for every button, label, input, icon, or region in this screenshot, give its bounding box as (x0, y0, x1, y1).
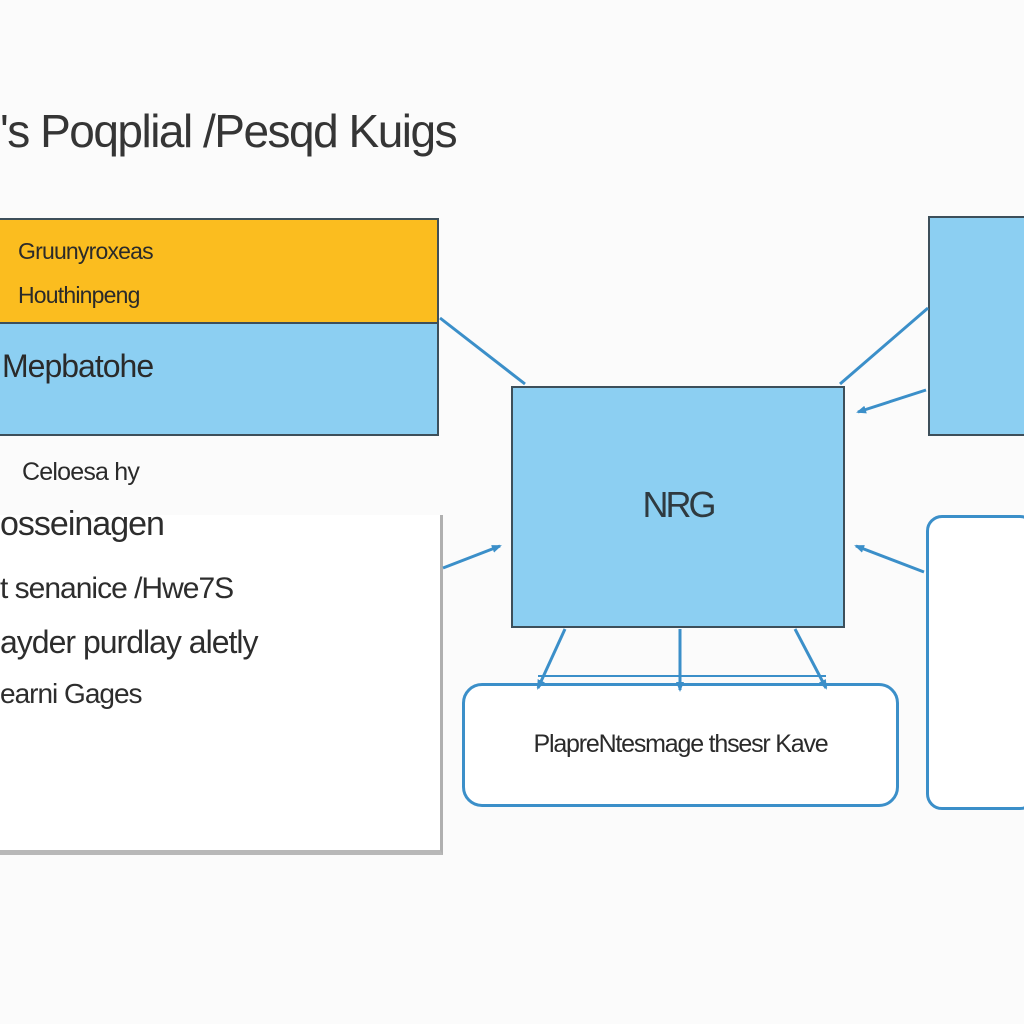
right-top-node (928, 216, 1024, 436)
connector-doc-to-center-arrow (442, 544, 502, 570)
doc-line-4: earni Gages (0, 678, 143, 709)
left-panel-header (0, 220, 437, 324)
connector-center-to-right-top (839, 306, 929, 386)
bottom-node: PlapreNtesmage thsesr Kave (462, 683, 899, 807)
doc-line-1: osseinagen (0, 505, 165, 543)
connector-left-panel-to-center (439, 316, 526, 386)
connector-center-to-bottom-right (793, 628, 828, 690)
left-panel-line-2: Houthinpeng (18, 282, 140, 308)
center-node: NRG (511, 386, 845, 628)
diagram-title: 's Poqplial /Pesqd Kuigs (0, 105, 458, 157)
left-panel-line-1: Gruunyroxeas (18, 238, 154, 264)
connector-center-to-bottom-left (536, 628, 567, 690)
doc-line-3: ayder purdlay aletly (0, 624, 258, 660)
left-panel-line-3: Mepbatohe (2, 348, 154, 384)
connector-right-bottom-to-center-arrow (854, 544, 925, 574)
center-node-label: NRG (642, 484, 717, 525)
connector-right-top-to-center-arrow (856, 388, 927, 414)
doc-caption: Celoesa hy (22, 458, 140, 486)
document-panel (0, 515, 443, 855)
left-panel: Gruunyroxeas Houthinpeng Mepbatohe (0, 218, 439, 436)
right-bottom-node (926, 515, 1024, 810)
bottom-node-label: PlapreNtesmage thsesr Kave (533, 730, 829, 758)
doc-line-2: t senanice /Hwe7S (0, 572, 234, 605)
